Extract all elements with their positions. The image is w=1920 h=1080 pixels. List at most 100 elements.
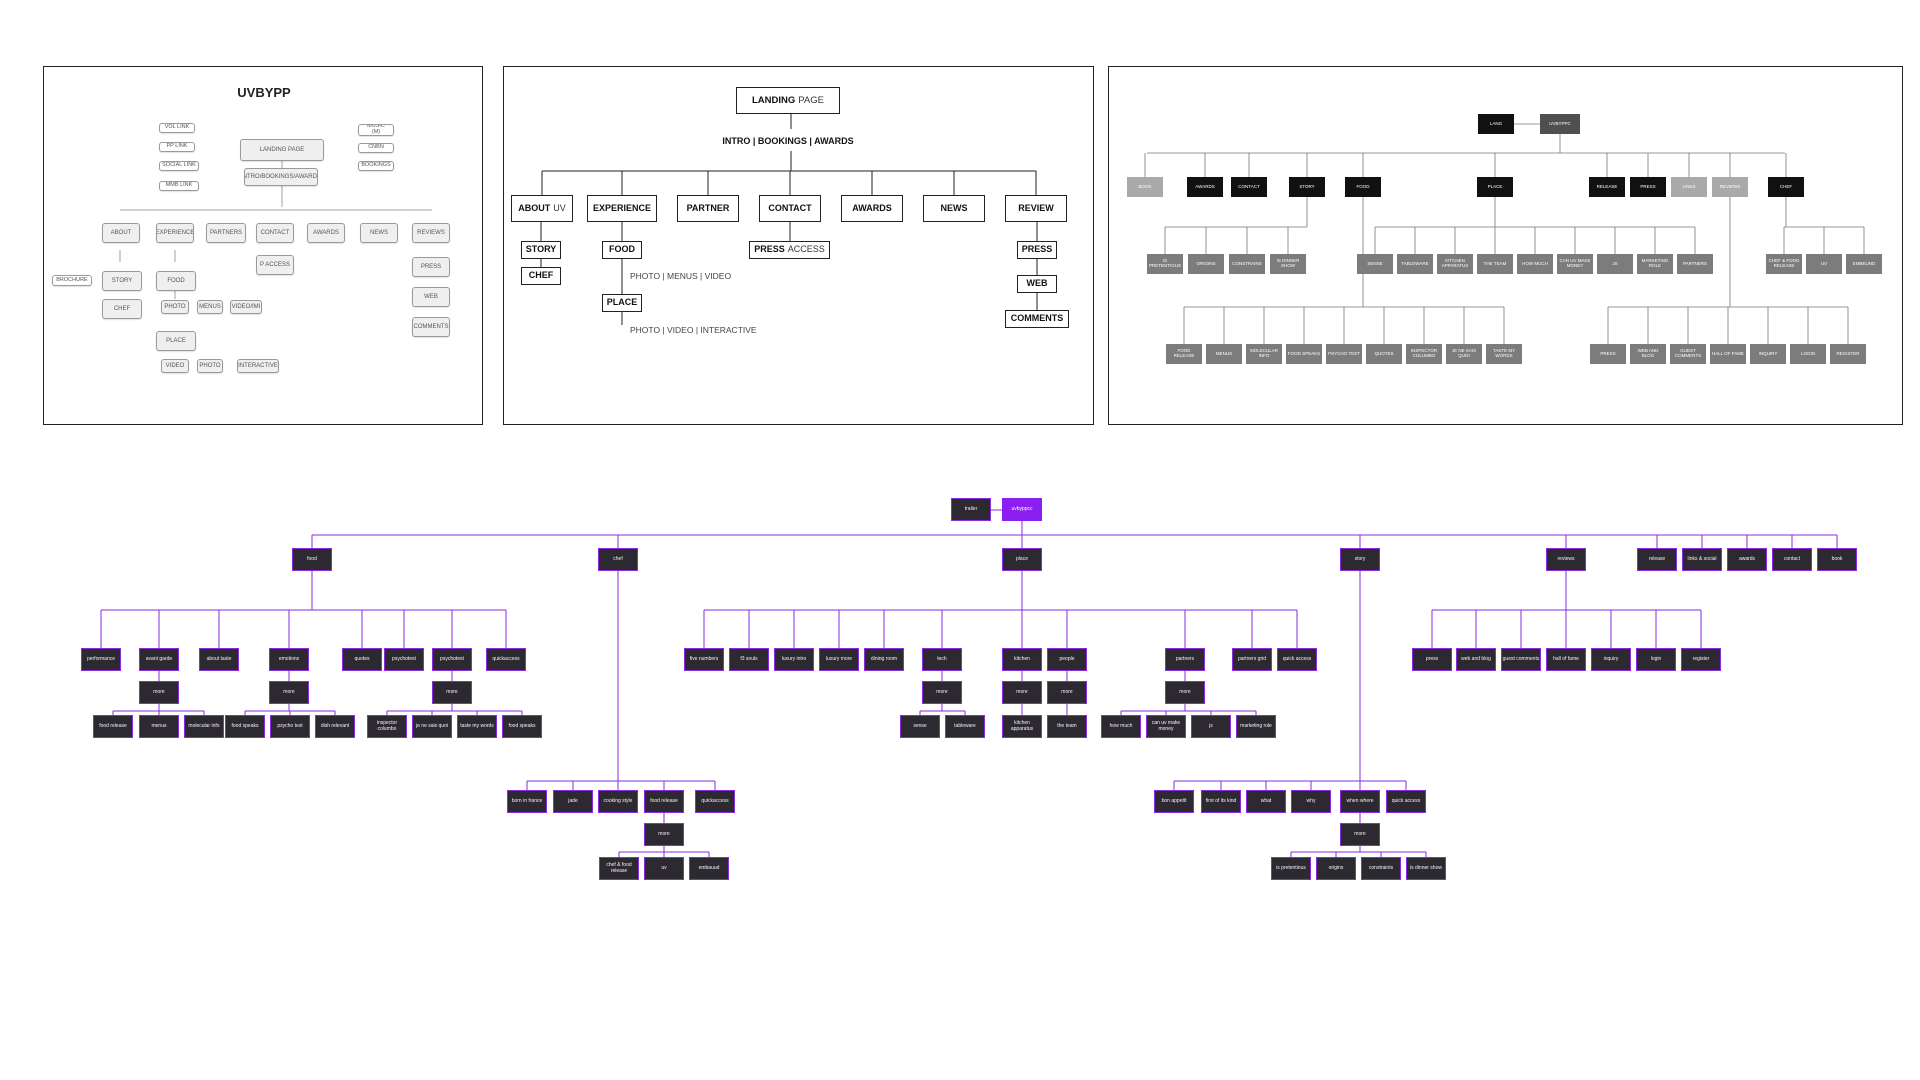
node-place: PLACE (156, 331, 196, 351)
node-music-m: MUSIC (M) (358, 124, 394, 136)
place-node: PLACE (602, 294, 642, 312)
food-sub-label: PHOTO | MENUS | VIDEO (630, 270, 732, 281)
node-register: REGISTER (1830, 344, 1866, 364)
node-molecular-info: molecular info (184, 715, 224, 738)
node-the-team: THE TEAM (1477, 254, 1513, 274)
node-cooking-style: cooking style (598, 790, 638, 813)
node-landing-page: LANDING PAGE (240, 139, 324, 161)
node-video: VIDEO (161, 359, 189, 373)
node-marketing-role: marketing role (1236, 715, 1276, 738)
node-gi-pretentious: GI PRETENTIOUS (1147, 254, 1183, 274)
node-place: PLACE (1477, 177, 1513, 197)
node-chef: chef (598, 548, 638, 571)
node-quotes: quotes (342, 648, 382, 671)
node-news: NEWS (360, 223, 398, 243)
intro-bookings-awards-label: INTRO | BOOKINGS | AWARDS (722, 136, 854, 147)
node-intro-bookings-awards: INTRO/BOOKINGS/AWARDS (244, 168, 318, 186)
node-trailer: trailer (951, 498, 991, 521)
node-story: story (1340, 548, 1380, 571)
node-psychotest: psychotest (384, 648, 424, 671)
node-performance: performance (81, 648, 121, 671)
node-partners: partners (1165, 648, 1205, 671)
node-menus: MENUS (197, 300, 223, 314)
node-uv: uv (644, 857, 684, 880)
node-je-ne-sais-quoi: JE NE SAIS QUOI (1446, 344, 1482, 364)
node-video-imi: VIDEO/IMI (230, 300, 262, 314)
news-node: NEWS (923, 195, 985, 222)
node-web-and-blog: web and blog (1456, 648, 1496, 671)
node-inquiry: INQUIRY (1750, 344, 1786, 364)
node-people: people (1047, 648, 1087, 671)
node-release: release (1637, 548, 1677, 571)
node-reviews: REVIEWS (1712, 177, 1748, 197)
node-je-ne-sais-quoi: je ne sais quoi (412, 715, 452, 738)
place-sub-label: PHOTO | VIDEO | INTERACTIVE (630, 324, 757, 335)
press-node: PRESS (1017, 241, 1057, 259)
connector-lines (100, 509, 1838, 857)
node-born-in-france: born in france (507, 790, 547, 813)
connector-lines (119, 161, 432, 299)
review-node: REVIEW (1005, 195, 1067, 222)
node-is-dinner-show: IS DINNER SHOW (1270, 254, 1306, 274)
node-partners: PARTNERS (206, 223, 246, 243)
node-login: LOGIN (1790, 344, 1826, 364)
food-node: FOOD (602, 241, 642, 259)
node-food: FOOD (156, 271, 196, 291)
node-menus: menus (139, 715, 179, 738)
node-book: book (1817, 548, 1857, 571)
node-five-numbers: five numbers (684, 648, 724, 671)
node-awards: awards (1727, 548, 1767, 571)
node-experience: EXPERIENCE (156, 223, 194, 243)
node-place: place (1002, 548, 1042, 571)
node-js: JS (1597, 254, 1633, 274)
node-food-release: food release (93, 715, 133, 738)
node-more: more (1165, 681, 1205, 704)
node-chef-food-release: CHEF & FOOD RELEASE (1766, 254, 1802, 274)
node-food-speaks: FOOD SPEAKS (1286, 344, 1322, 364)
node-menus: MENUS (1206, 344, 1242, 364)
node-chef-food-release: chef & food release (599, 857, 639, 880)
node-contact: contact (1772, 548, 1812, 571)
node-food-speaks: food speaks (502, 715, 542, 738)
node-kitchen-apparatus: KITCHEN APPARATUS (1437, 254, 1473, 274)
node-quotes: QUOTES (1366, 344, 1402, 364)
node-origins: origins (1316, 857, 1356, 880)
node-bookings: BOOKINGS (358, 161, 394, 171)
node-release: RELEASE (1589, 177, 1625, 197)
node-is-dinner-show: is dinner show (1406, 857, 1446, 880)
node-more: more (432, 681, 472, 704)
node-tech: tech (922, 648, 962, 671)
node-sense: SENSE (1357, 254, 1393, 274)
node-more: more (644, 823, 684, 846)
node-pp-link: PP LINK (159, 142, 195, 152)
node-inspector-columbo: INSPECTOR COLUMBO (1406, 344, 1442, 364)
node-awards: AWARDS (307, 223, 345, 243)
node-inspector-columbo: inspector columbo (367, 715, 407, 738)
node-p-access: P ACCESS (256, 255, 294, 275)
contact-node: CONTACT (759, 195, 821, 222)
node-constrains: CONSTRAINS (1229, 254, 1265, 274)
node-sense: sense (900, 715, 940, 738)
node-press: PRESS (1630, 177, 1666, 197)
node-login: login (1636, 648, 1676, 671)
node-guest-comments: guest comments (1501, 648, 1541, 671)
node-contact: CONTACT (1231, 177, 1267, 197)
node-can-uv-make-money: can uv make money (1146, 715, 1186, 738)
node-first-of-its-kind: first of its kind (1201, 790, 1241, 813)
node-what: what (1246, 790, 1286, 813)
node-the-team: the team (1047, 715, 1087, 738)
node-taste-my-words: TASTE MY WORDS (1486, 344, 1522, 364)
node-psycho-test: psycho test (270, 715, 310, 738)
node-press: press (1412, 648, 1452, 671)
node-interactive: INTERACTIVE (237, 359, 279, 373)
node-marketing-role: MARKETING ROLE (1637, 254, 1673, 274)
node-lang: LANG (1478, 114, 1514, 134)
connector-lines (1144, 123, 1865, 344)
node-more: more (1047, 681, 1087, 704)
node-f3-souls: f3 souls (729, 648, 769, 671)
